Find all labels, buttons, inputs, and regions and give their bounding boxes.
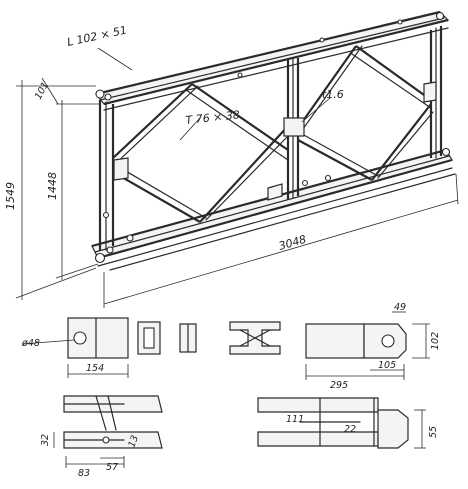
end-length-label: 154: [86, 363, 104, 374]
height-overall-label: 1549: [4, 182, 17, 210]
truss-panel: [91, 10, 456, 271]
end-length-2-label: 295: [330, 380, 348, 391]
tab-height-label: 102: [430, 332, 441, 350]
height-inner-label: 1448: [46, 172, 59, 200]
detail-22-label: 22: [344, 424, 356, 435]
detail-13-label: 13: [126, 434, 140, 449]
plate-thickness-label: t1.6: [322, 88, 344, 101]
detail-end-fitting: [21, 311, 430, 380]
detail-32-label: 32: [40, 434, 51, 446]
detail-55-label: 55: [428, 426, 439, 438]
dimension-lines: [15, 47, 459, 308]
length-label: 3048: [277, 233, 307, 253]
top-offset-label: 101: [33, 80, 51, 101]
t-profile-label: T 76 × 38: [185, 108, 240, 127]
pin-diameter-label: ø48: [21, 338, 40, 349]
tab-width-label: 49: [394, 302, 406, 313]
detail-joint-sections: [53, 395, 426, 468]
detail-111-label: 111: [286, 414, 304, 425]
angle-profile-label: L 102 × 51: [66, 24, 128, 49]
detail-57-label: 57: [106, 462, 118, 473]
tab-length-label: 105: [378, 360, 396, 371]
detail-83-label: 83: [78, 468, 90, 479]
